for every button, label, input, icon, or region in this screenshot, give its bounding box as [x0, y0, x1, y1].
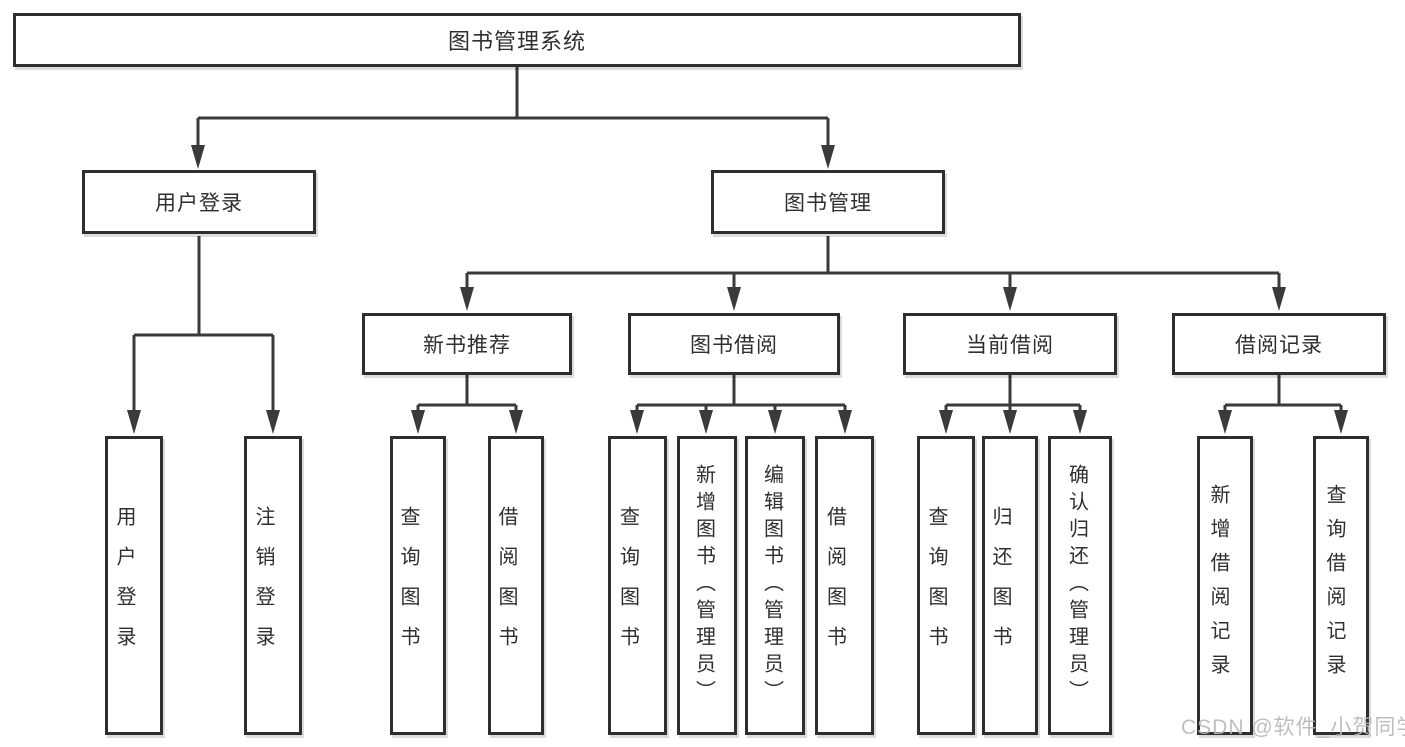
leaf-user-login: 用户登录 [105, 436, 163, 735]
node-label: 当前借阅 [966, 334, 1054, 357]
node-book-borrowing: 图书借阅 [628, 313, 840, 375]
node-label: 新增图书（管理员） [692, 464, 715, 707]
node-label: 查询图书 [397, 505, 419, 666]
node-current-borrowing: 当前借阅 [903, 313, 1117, 375]
node-label: 用户登录 [113, 505, 135, 666]
node-label: 图书借阅 [690, 334, 778, 357]
leaf-bb-borrow-books: 借阅图书 [815, 436, 874, 735]
leaf-cb-confirm-return-admin: 确认归还（管理员） [1048, 436, 1112, 735]
leaf-nbr-query-books: 查询图书 [390, 436, 446, 735]
node-label: 确认归还（管理员） [1065, 464, 1088, 707]
leaf-br-query-record: 查询借阅记录 [1313, 436, 1369, 735]
node-label: 归还图书 [989, 505, 1011, 666]
node-label: 图书管理 [784, 192, 872, 215]
node-label: 借阅记录 [1235, 334, 1323, 357]
leaf-cb-query-books: 查询图书 [917, 436, 975, 735]
leaf-logout: 注销登录 [244, 436, 302, 735]
leaf-cb-return-books: 归还图书 [982, 436, 1038, 735]
leaf-br-add-record: 新增借阅记录 [1197, 436, 1253, 735]
leaf-nbr-borrow-books: 借阅图书 [488, 436, 544, 735]
node-label: 注销登录 [252, 505, 274, 666]
leaf-bb-edit-books-admin: 编辑图书（管理员） [745, 436, 805, 735]
node-label: 新书推荐 [423, 334, 511, 357]
node-label: 查询图书 [616, 505, 639, 666]
node-new-book-recommend: 新书推荐 [362, 313, 572, 375]
node-label: 借阅图书 [823, 505, 846, 666]
node-borrowing-records: 借阅记录 [1172, 313, 1386, 375]
node-label: 查询借阅记录 [1323, 483, 1345, 688]
node-library-management-system: 图书管理系统 [13, 13, 1021, 67]
node-label: 用户登录 [155, 192, 243, 215]
node-book-management: 图书管理 [711, 170, 945, 234]
node-label: 图书管理系统 [447, 29, 586, 54]
node-label: 新增借阅记录 [1207, 483, 1229, 688]
leaf-bb-query-books: 查询图书 [608, 436, 667, 735]
node-user-login: 用户登录 [82, 170, 316, 234]
node-label: 查询图书 [925, 505, 947, 666]
node-label: 编辑图书（管理员） [760, 464, 783, 707]
csdn-watermark: CSDN @软件_小贺同学 [1181, 716, 1405, 739]
leaf-bb-add-books-admin: 新增图书（管理员） [677, 436, 737, 735]
node-label: 借阅图书 [495, 505, 517, 666]
